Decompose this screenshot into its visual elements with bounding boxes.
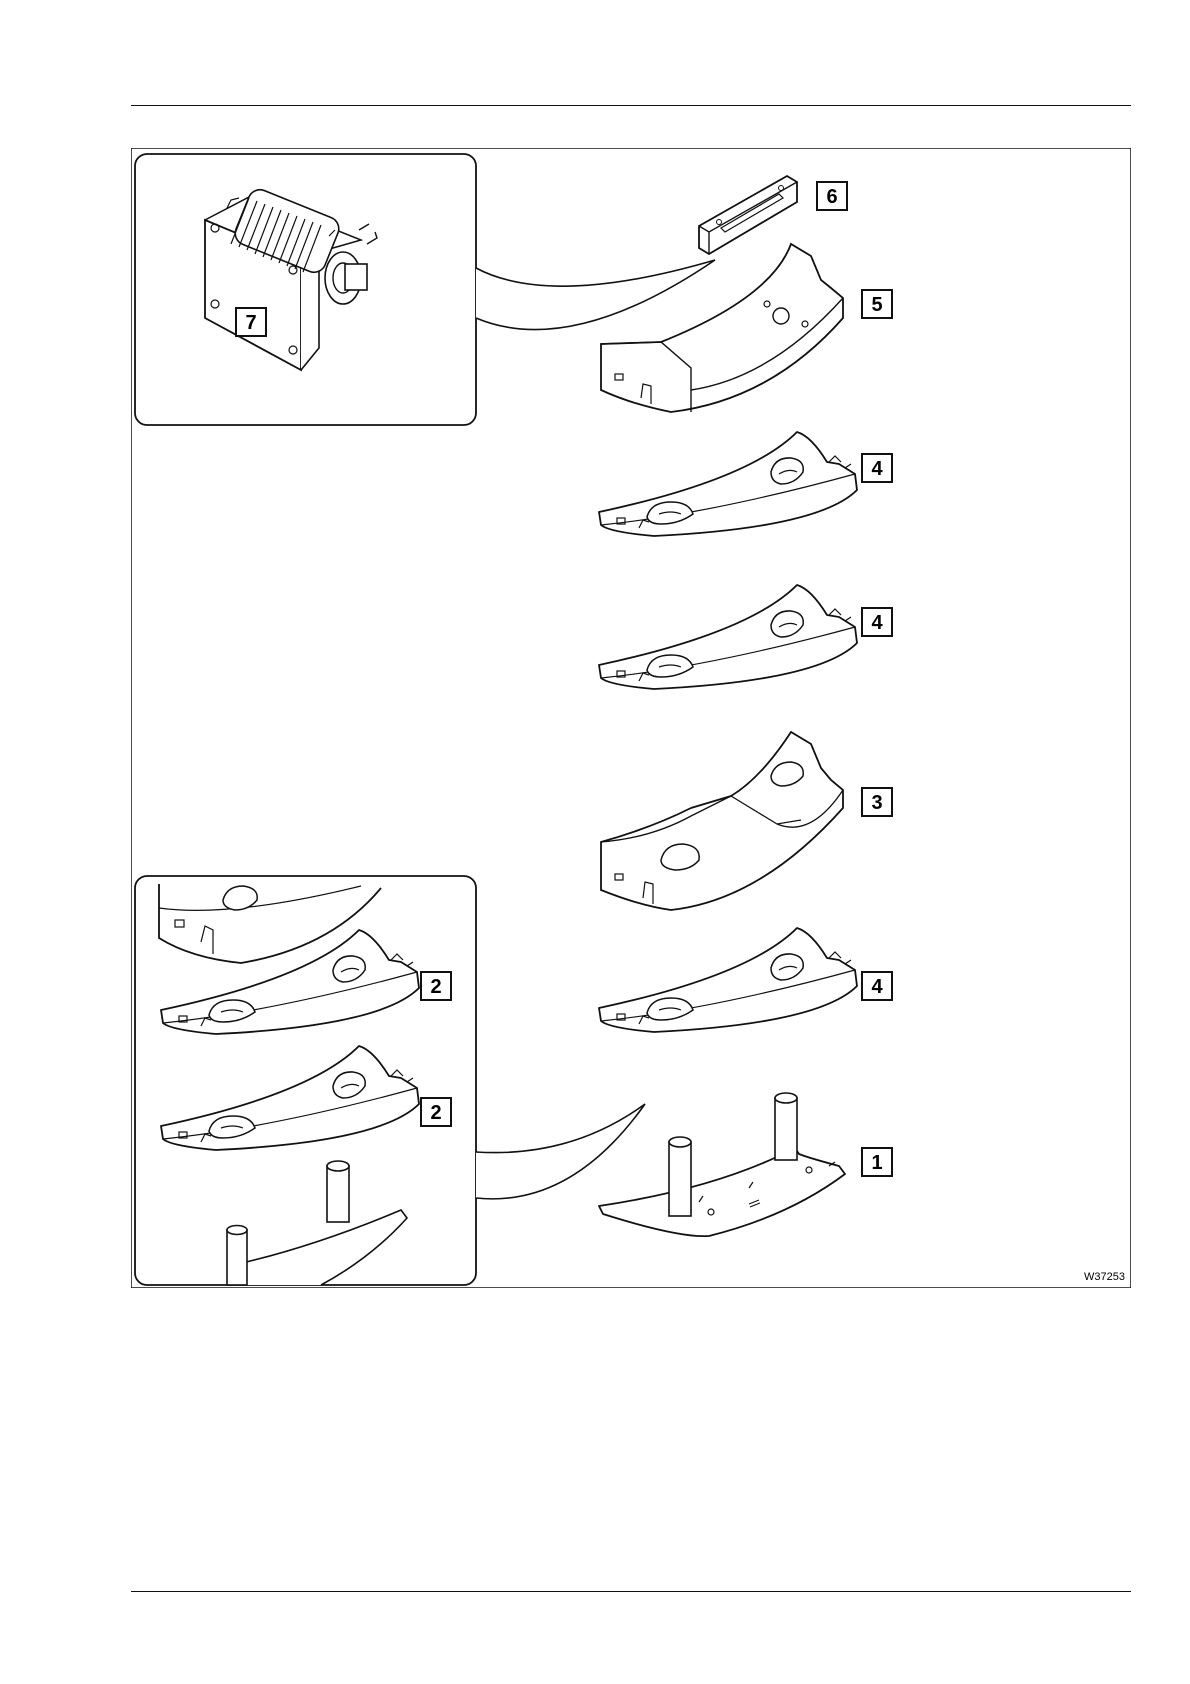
callout-7: 7 <box>236 308 266 336</box>
callout-6: 6 <box>817 182 847 210</box>
callout-3: 3 <box>862 788 892 816</box>
callout-1: 1 <box>862 1148 892 1176</box>
figure-id: W37253 <box>1084 1271 1125 1283</box>
svg-text:4: 4 <box>871 612 883 634</box>
svg-text:5: 5 <box>871 294 882 316</box>
header-rule <box>131 105 1131 106</box>
svg-text:3: 3 <box>871 792 882 814</box>
svg-text:2: 2 <box>430 976 441 998</box>
ballast-assembly-figure: 7 6 5 4 4 3 2 2 4 1 W37253 <box>131 148 1131 1288</box>
callout-4a: 4 <box>862 454 892 482</box>
svg-text:7: 7 <box>245 312 256 334</box>
svg-text:4: 4 <box>871 458 883 480</box>
footer-rule <box>131 1591 1131 1592</box>
callout-2b: 2 <box>421 1098 451 1126</box>
svg-text:6: 6 <box>826 186 837 208</box>
callout-4b: 4 <box>862 608 892 636</box>
callout-4c: 4 <box>862 972 892 1000</box>
callout-5: 5 <box>862 290 892 318</box>
callout-2a: 2 <box>421 972 451 1000</box>
svg-text:1: 1 <box>871 1152 882 1174</box>
svg-text:4: 4 <box>871 976 883 998</box>
svg-text:2: 2 <box>430 1102 441 1124</box>
